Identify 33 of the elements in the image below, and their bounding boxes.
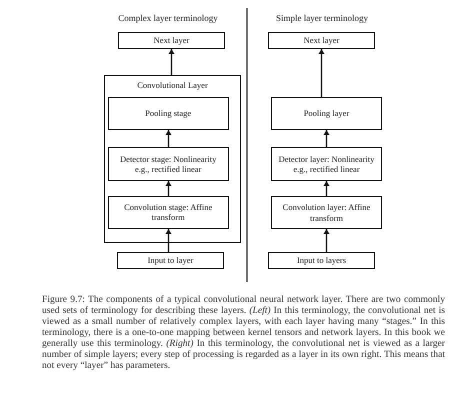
group-box: [104, 75, 241, 243]
box-label: Input to layer: [148, 255, 194, 266]
layer-box: [108, 96, 229, 130]
layer-box: [117, 252, 224, 269]
box-label: Input to layers: [296, 255, 346, 266]
box-label: Detector layer: Nonlinearity e.g., rectified linear: [278, 154, 376, 174]
arrow: [166, 130, 171, 147]
figure-caption: Figure 9.7: The components of a typical convolutional neural network layer. There are two commonly used sets of terminology for describing these layers. (Left) In this terminology, the convolutional net is viewed as a small number of relatively complex layers, with each layer having many “stages.” In this terminology, there is a one-to-one mapping between kernel tensors and network layers. In this book we generally use this terminology. (Right) In this terminology, the convolutional net is viewed as a larger number of simple layers; every step of processing is regarded as a layer in its own right. This means that not every “layer” has parameters.: [42, 294, 445, 371]
layer-box: [271, 147, 382, 181]
layer-box: [118, 32, 225, 49]
box-label: Next layer: [154, 35, 190, 46]
box-label: Pooling layer: [304, 108, 350, 119]
layer-box: [268, 32, 375, 49]
box-label: Detector stage: Nonlinearity e.g., rectified linear: [119, 154, 218, 174]
layer-box: [271, 97, 382, 130]
panel-heading: Simple layer terminology: [275, 13, 369, 23]
box-label: Convolution stage: Affine transform: [123, 202, 214, 222]
arrow: [324, 130, 329, 147]
arrow: [166, 181, 171, 196]
box-label: Next layer: [304, 35, 340, 46]
group-title: Convolutional Layer: [136, 80, 209, 90]
layer-box: [271, 196, 382, 229]
layer-box: [108, 146, 229, 181]
arrow: [324, 229, 329, 252]
arrow: [169, 49, 174, 75]
panel-heading: Complex layer terminology: [117, 13, 219, 23]
layer-box: [268, 252, 375, 269]
arrow: [324, 181, 329, 196]
box-label: Convolution layer: Affine transform: [282, 202, 372, 223]
layer-box: [108, 196, 229, 229]
arrow: [319, 49, 324, 97]
box-label: Pooling stage: [145, 108, 192, 118]
arrow: [166, 229, 171, 252]
